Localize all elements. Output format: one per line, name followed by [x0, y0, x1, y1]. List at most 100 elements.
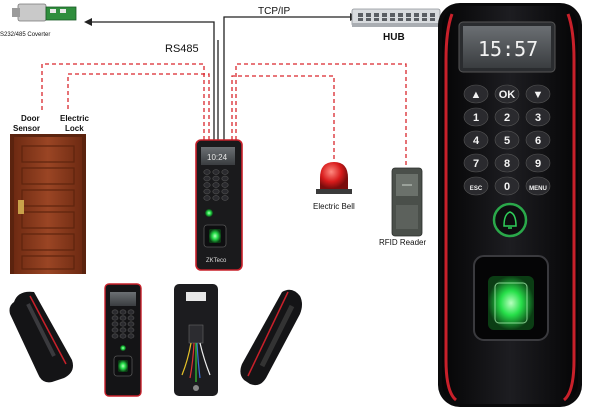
key-4	[494, 107, 520, 127]
key-14	[525, 176, 551, 196]
key-13	[494, 176, 520, 196]
door-sensor-label-1: Door	[21, 114, 40, 123]
rfid-reader-label: RFID Reader	[379, 238, 426, 247]
key-4	[212, 175, 220, 182]
key-6	[111, 321, 119, 327]
converter-arrow-left	[84, 18, 92, 26]
key-3	[463, 107, 489, 127]
key-10	[494, 153, 520, 173]
big-device-left-trim	[444, 13, 458, 402]
key-label-7: 5	[504, 135, 510, 147]
small-device-brand: ZKTeco	[206, 258, 227, 264]
key-4	[119, 315, 127, 321]
key-label-13: 0	[504, 181, 510, 193]
key-9	[111, 327, 119, 333]
key-8	[525, 130, 551, 150]
doorbell-button	[492, 202, 528, 238]
key-5	[525, 107, 551, 127]
key-12	[203, 195, 211, 201]
wires	[41, 13, 407, 166]
key-2	[127, 309, 135, 315]
electric-bell	[316, 162, 352, 194]
key-label-8: 6	[535, 135, 541, 147]
key-8	[127, 321, 135, 327]
key-12	[463, 176, 489, 196]
electric-bell-label: Electric Bell	[313, 202, 355, 211]
small-access-terminal	[195, 139, 243, 271]
fingerprint-window	[488, 276, 534, 330]
device-view-left-angle	[9, 291, 73, 383]
rfid-wire	[235, 63, 407, 166]
electric-lock-label-1: Electric	[60, 114, 89, 123]
key-6	[463, 130, 489, 150]
labels: S 232/485 Coverter TCP/IP HUB RS485 Door…	[0, 6, 538, 264]
key-label-0: ▲	[471, 89, 482, 101]
door-sensor-label-2: Sensor	[13, 124, 40, 133]
converter-wire	[92, 21, 215, 140]
door-handle-icon	[18, 200, 24, 214]
key-11	[221, 188, 229, 195]
key-0	[203, 169, 211, 175]
converter-label: 232/485 Coverter	[4, 32, 50, 38]
key-label-2: ▼	[533, 89, 544, 101]
tcpip-label: TCP/IP	[258, 6, 291, 17]
key-1	[212, 169, 220, 175]
key-0	[111, 309, 119, 315]
key-11	[127, 327, 135, 333]
key-2	[221, 169, 229, 175]
device-view-back	[174, 284, 218, 396]
key-0	[463, 84, 489, 104]
rfid-reader	[391, 167, 423, 237]
key-9	[203, 188, 211, 195]
key-14	[221, 195, 229, 201]
key-label-1: OK	[499, 89, 516, 101]
key-14	[127, 333, 135, 339]
key-label-3: 1	[473, 112, 479, 124]
key-label-10: 8	[504, 158, 510, 170]
small-device-time: 10:24	[207, 153, 228, 162]
key-3	[111, 315, 119, 321]
key-label-9: 7	[473, 158, 479, 170]
key-3	[203, 175, 211, 182]
key-13	[212, 195, 220, 201]
key-8	[221, 182, 229, 188]
key-7	[212, 182, 220, 188]
bell-icon	[503, 211, 517, 229]
big-device-right-trim	[562, 13, 576, 402]
hub-label: HUB	[383, 32, 405, 43]
key-label-14: MENU	[529, 186, 547, 192]
tcpip-wire	[223, 16, 350, 140]
key-2	[525, 84, 551, 104]
bell-wire	[231, 75, 335, 162]
key-7	[119, 321, 127, 327]
key-6	[203, 182, 211, 188]
door-sensor-wire	[41, 63, 205, 140]
electric-lock-label-2: Lock	[65, 124, 84, 133]
key-11	[525, 153, 551, 173]
network-hub	[351, 8, 441, 27]
big-device-screen	[463, 26, 551, 68]
key-9	[463, 153, 489, 173]
door	[10, 134, 86, 274]
device-view-front	[104, 283, 142, 397]
key-10	[119, 327, 127, 333]
key-label-11: 9	[535, 158, 541, 170]
key-1	[119, 309, 127, 315]
key-13	[119, 333, 127, 339]
big-device-time: 15:57	[478, 37, 538, 61]
key-1	[494, 84, 520, 104]
key-5	[127, 315, 135, 321]
key-10	[212, 188, 220, 195]
key-label-6: 4	[473, 135, 480, 147]
electric-lock-wire	[67, 73, 210, 140]
rs232-485-converter	[12, 3, 77, 22]
key-12	[111, 333, 119, 339]
converter-label-prefix: S	[0, 32, 4, 38]
rs485-label: RS485	[165, 43, 199, 55]
key-label-5: 3	[535, 112, 541, 124]
key-7	[494, 130, 520, 150]
key-label-4: 2	[504, 112, 510, 124]
key-label-12: ESC	[470, 186, 483, 192]
